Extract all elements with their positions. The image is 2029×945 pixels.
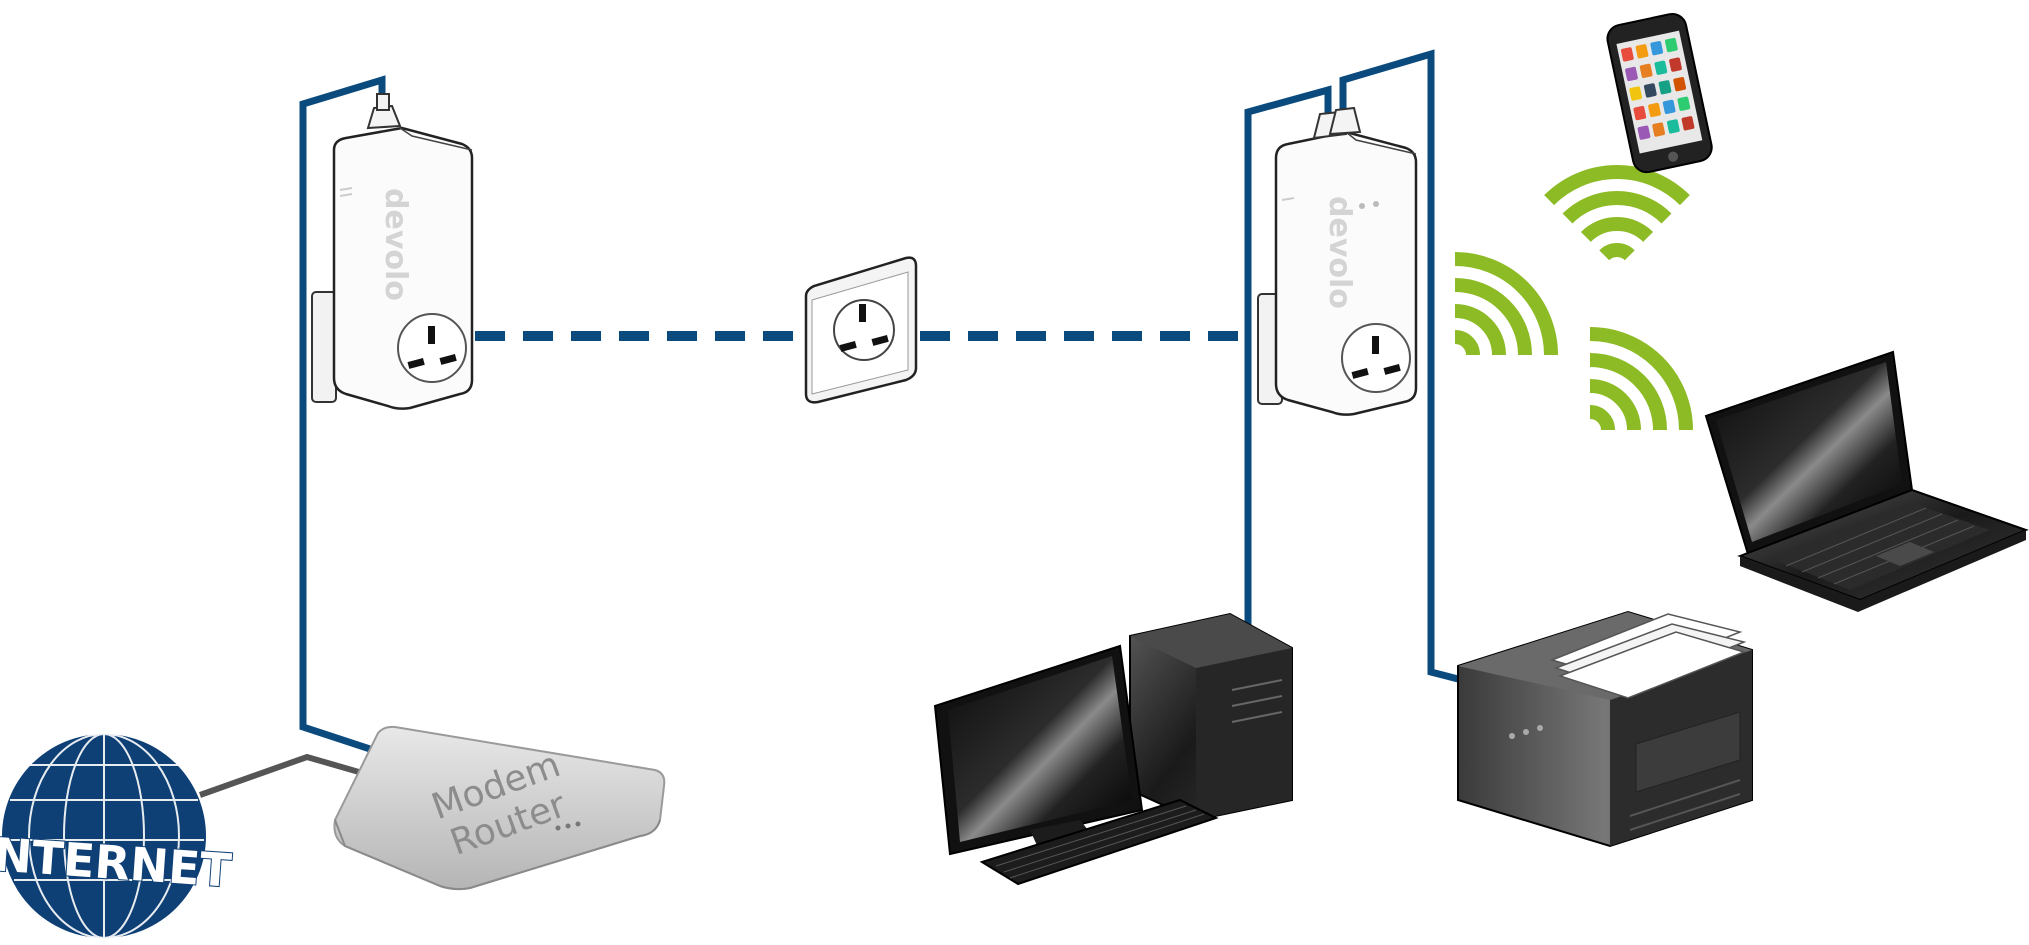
- wifi-signal-icon: [1589, 327, 1693, 431]
- globe-icon: INTERNET: [0, 733, 235, 939]
- brand-label-right: devolo: [1322, 196, 1357, 309]
- wifi-arc: [1589, 353, 1667, 431]
- app-icon: [1681, 116, 1695, 131]
- cable-adapter-to-modem: [299, 75, 427, 771]
- app-icon: [1637, 125, 1651, 140]
- cable-adapter-to-printer: [1339, 49, 1463, 684]
- wifi-arc: [1454, 278, 1532, 356]
- wifi-arc: [1454, 330, 1480, 356]
- wifi-arc: [1589, 405, 1615, 431]
- app-icon: [1654, 60, 1668, 75]
- wifi-arc: [1544, 165, 1690, 206]
- laptop-icon: [1704, 350, 2029, 612]
- wifi-arc: [1589, 379, 1641, 431]
- smartphone-icon: [1606, 12, 1713, 174]
- app-icon: [1652, 122, 1666, 137]
- modem-router-icon: Modem Router: [333, 725, 666, 891]
- app-icon: [1635, 44, 1649, 59]
- wifi-arc: [1454, 304, 1506, 356]
- app-icon: [1662, 99, 1676, 114]
- wall-socket-icon: [804, 256, 918, 404]
- cable-adapter-to-desktop: [1244, 85, 1332, 637]
- app-icon: [1633, 105, 1647, 121]
- app-icon: [1677, 96, 1691, 111]
- brand-label-left: devolo: [378, 188, 413, 301]
- wifi-arc: [1454, 252, 1558, 356]
- wifi-arc: [1580, 217, 1654, 243]
- app-icon: [1620, 47, 1634, 62]
- app-icon: [1658, 80, 1672, 95]
- app-icon: [1639, 63, 1653, 78]
- wifi-arc: [1562, 191, 1672, 224]
- app-icon: [1669, 57, 1682, 72]
- wifi-arc: [1589, 327, 1693, 431]
- desktop-computer-icon: [933, 612, 1293, 886]
- app-icon: [1643, 83, 1657, 98]
- wifi-arc: [1599, 243, 1635, 261]
- app-icon: [1673, 77, 1687, 92]
- printer-icon: [1457, 610, 1753, 848]
- app-icon: [1665, 37, 1678, 53]
- powerline-wifi-adapter-icon: devolo: [1257, 106, 1418, 416]
- app-icon: [1629, 86, 1643, 101]
- app-icon: [1650, 41, 1664, 56]
- wifi-signal-icon: [1544, 165, 1690, 261]
- powerline-adapter-icon: devolo: [311, 93, 474, 410]
- app-icon: [1648, 102, 1661, 118]
- wifi-signal-icon: [1454, 252, 1558, 356]
- app-icon: [1625, 66, 1638, 82]
- app-icon: [1666, 119, 1680, 134]
